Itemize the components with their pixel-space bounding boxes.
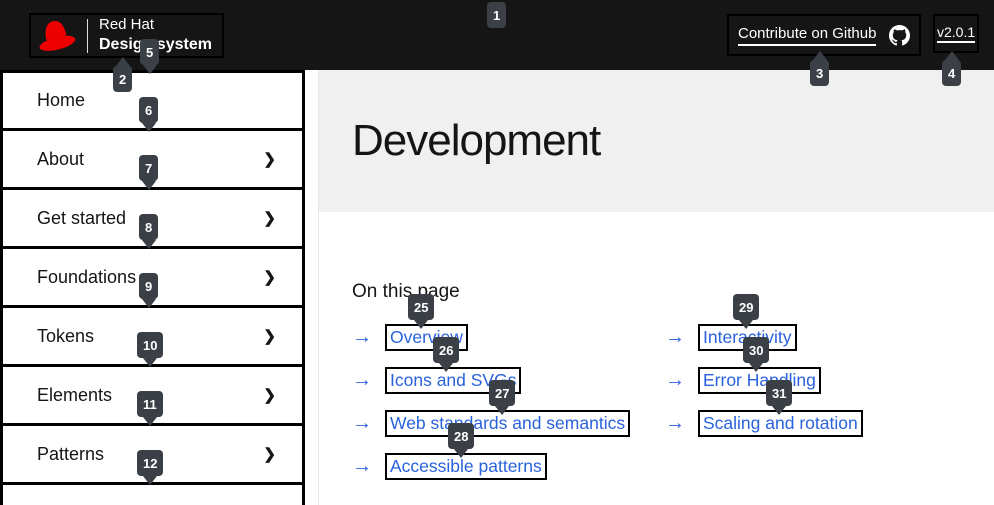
logo-divider	[87, 18, 88, 53]
contribute-github-group: Contribute on Github	[727, 14, 922, 56]
annotation-badge-4: 4	[942, 60, 962, 86]
github-octocat-icon[interactable]	[889, 24, 911, 46]
toc-column-1: →Overview→Icons and SVGs→Web standards a…	[352, 324, 665, 480]
annotation-badge-29: 29	[733, 294, 760, 320]
annotation-badge-2: 2	[113, 66, 133, 92]
annotation-badge-7: 7	[139, 155, 159, 181]
sidebar-item-blank	[0, 482, 305, 505]
annotation-badge-26: 26	[433, 337, 460, 363]
toc-item: →Accessible patterns	[352, 453, 665, 480]
arrow-right-icon: →	[665, 369, 685, 391]
toc-link-icons-and-svgs[interactable]: Icons and SVGs	[385, 367, 522, 394]
arrow-right-icon: →	[352, 369, 372, 391]
contribute-github-link[interactable]: Contribute on Github	[738, 25, 877, 46]
annotation-badge-8: 8	[139, 214, 159, 240]
toc-item: →Overview	[352, 324, 665, 351]
toc-item: →Scaling and rotation	[665, 410, 863, 437]
annotation-badge-5: 5	[140, 39, 160, 65]
chevron-right-icon: ❯	[263, 446, 276, 463]
sidebar-item-label: Foundations	[37, 266, 137, 287]
page-hero-band: Development	[319, 70, 994, 212]
page-title: Development	[352, 116, 601, 165]
sidebar-item-label: Get started	[37, 207, 127, 228]
page-body: On this page →Overview→Icons and SVGs→We…	[319, 212, 994, 480]
version-group: v2.0.1	[933, 14, 980, 53]
main-content: Development On this page →Overview→Icons…	[318, 70, 994, 505]
version-link[interactable]: v2.0.1	[937, 24, 976, 43]
chevron-right-icon: ❯	[263, 269, 276, 286]
chevron-right-icon: ❯	[263, 328, 276, 345]
annotation-badge-27: 27	[489, 380, 516, 406]
arrow-right-icon: →	[352, 326, 372, 348]
arrow-right-icon: →	[665, 412, 685, 434]
sidebar-item-label: Home	[37, 90, 86, 110]
redhat-logo-link[interactable]: Red Hat Design system	[29, 13, 224, 58]
on-this-page-label: On this page	[352, 281, 460, 302]
annotation-badge-9: 9	[139, 273, 159, 299]
annotation-badge-3: 3	[810, 60, 830, 86]
chevron-right-icon: ❯	[263, 151, 276, 168]
annotation-badge-30: 30	[743, 337, 770, 363]
sidebar-item-label: About	[37, 148, 85, 169]
annotation-badge-10: 10	[137, 332, 164, 358]
redhat-fedora-icon	[36, 16, 76, 56]
annotation-badge-6: 6	[139, 97, 159, 123]
toc-item: →Error Handling	[665, 367, 863, 394]
annotation-badge-25: 25	[408, 294, 435, 320]
arrow-right-icon: →	[352, 455, 372, 477]
annotation-badge-12: 12	[137, 450, 164, 476]
arrow-right-icon: →	[352, 412, 372, 434]
sidebar-item-label: Patterns	[37, 443, 105, 464]
annotation-badge-31: 31	[766, 380, 793, 406]
chevron-right-icon: ❯	[263, 387, 276, 404]
arrow-right-icon: →	[665, 326, 685, 348]
chevron-right-icon: ❯	[263, 210, 276, 227]
annotation-badge-28: 28	[448, 423, 475, 449]
sidebar-item-label: Elements	[37, 384, 113, 405]
annotation-badge-1: 1	[487, 2, 507, 28]
logo-line1: Red Hat	[99, 16, 155, 34]
toc-item: → Icons and SVGs	[352, 367, 665, 394]
annotation-badge-11: 11	[137, 391, 163, 417]
sidebar-item-label: Tokens	[37, 325, 95, 346]
